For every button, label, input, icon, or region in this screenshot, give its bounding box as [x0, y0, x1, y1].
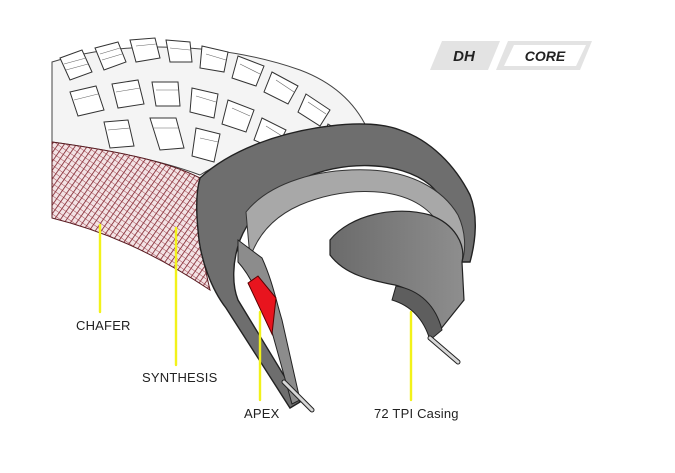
apex-label: APEX: [244, 406, 280, 421]
chafer-label: CHAFER: [76, 318, 131, 333]
casing-bead-right: [391, 285, 443, 341]
badge-left-text: DH: [453, 48, 476, 65]
bead-wires: [281, 335, 461, 413]
callout-lines: [98, 223, 413, 402]
dh-core-badge: DH CORE: [430, 41, 592, 70]
apex-insert: [247, 275, 277, 336]
synthesis-label: SYNTHESIS: [142, 370, 218, 385]
casing-inner-wall: [329, 210, 465, 332]
casing-label: 72 TPI Casing: [374, 406, 459, 421]
badge-right-text: CORE: [525, 48, 566, 64]
